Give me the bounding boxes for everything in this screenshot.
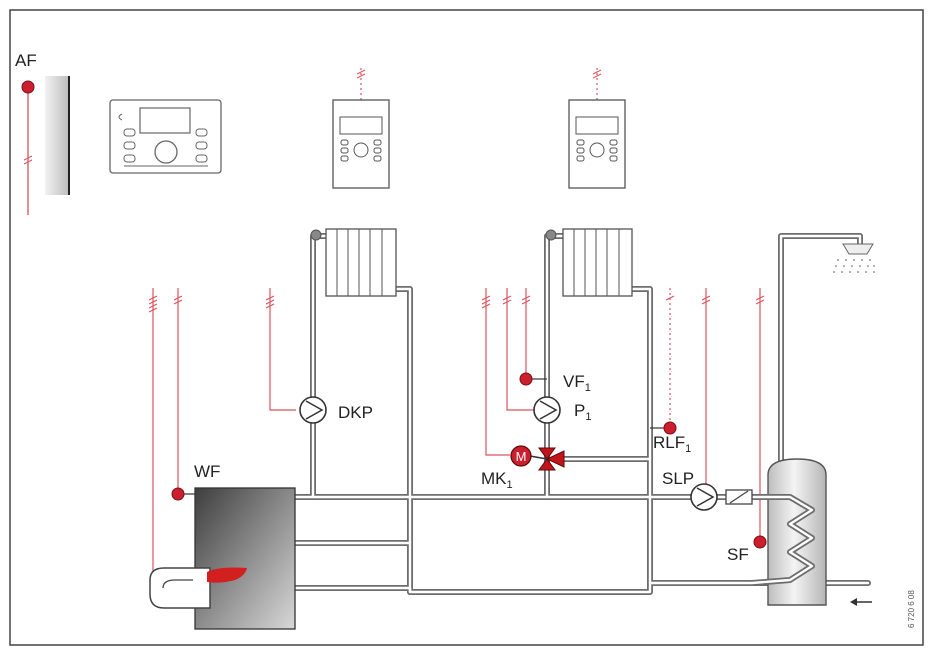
label-dkp: DKP: [338, 403, 373, 422]
diagram-frame: [9, 9, 924, 646]
figure-code: 6 720 6 08: [907, 590, 916, 628]
room-controller-2: [568, 68, 626, 189]
sensor-vf1: [519, 372, 547, 386]
check-valve: [725, 489, 753, 505]
sensor-wf: [171, 487, 195, 501]
room-controller-1: [332, 68, 390, 189]
outdoor-sensor-af: [21, 80, 35, 215]
mixer-motor-icon: M: [510, 445, 532, 467]
pump-p1-icon: [533, 396, 561, 424]
main-controller: [109, 99, 222, 174]
label-mk1: MK1: [481, 469, 513, 491]
label-af: AF: [15, 51, 37, 70]
pump-dkp-icon: [299, 396, 327, 424]
radiator-2: [545, 228, 633, 297]
cold-water-inlet-arrow-icon: [850, 598, 872, 606]
label-wf: WF: [194, 462, 220, 481]
label-rlf1: RLF1: [653, 433, 691, 455]
pump-slp-icon: [690, 483, 718, 511]
outside-wall: [45, 76, 70, 195]
radiator-1: [310, 228, 397, 297]
shower-head: [833, 243, 875, 273]
mixing-valve-icon: [529, 447, 565, 471]
label-vf1: VF1: [563, 372, 591, 394]
boiler: [149, 487, 296, 630]
label-p1: P1: [574, 401, 591, 423]
label-slp: SLP: [662, 469, 694, 488]
sensor-rlf1: [650, 421, 677, 435]
label-sf: SF: [727, 545, 749, 564]
storage-tank: [751, 458, 827, 606]
svg-text:M: M: [516, 449, 527, 464]
sensor-sf: [753, 535, 767, 549]
burner-flame-icon: [207, 567, 247, 583]
